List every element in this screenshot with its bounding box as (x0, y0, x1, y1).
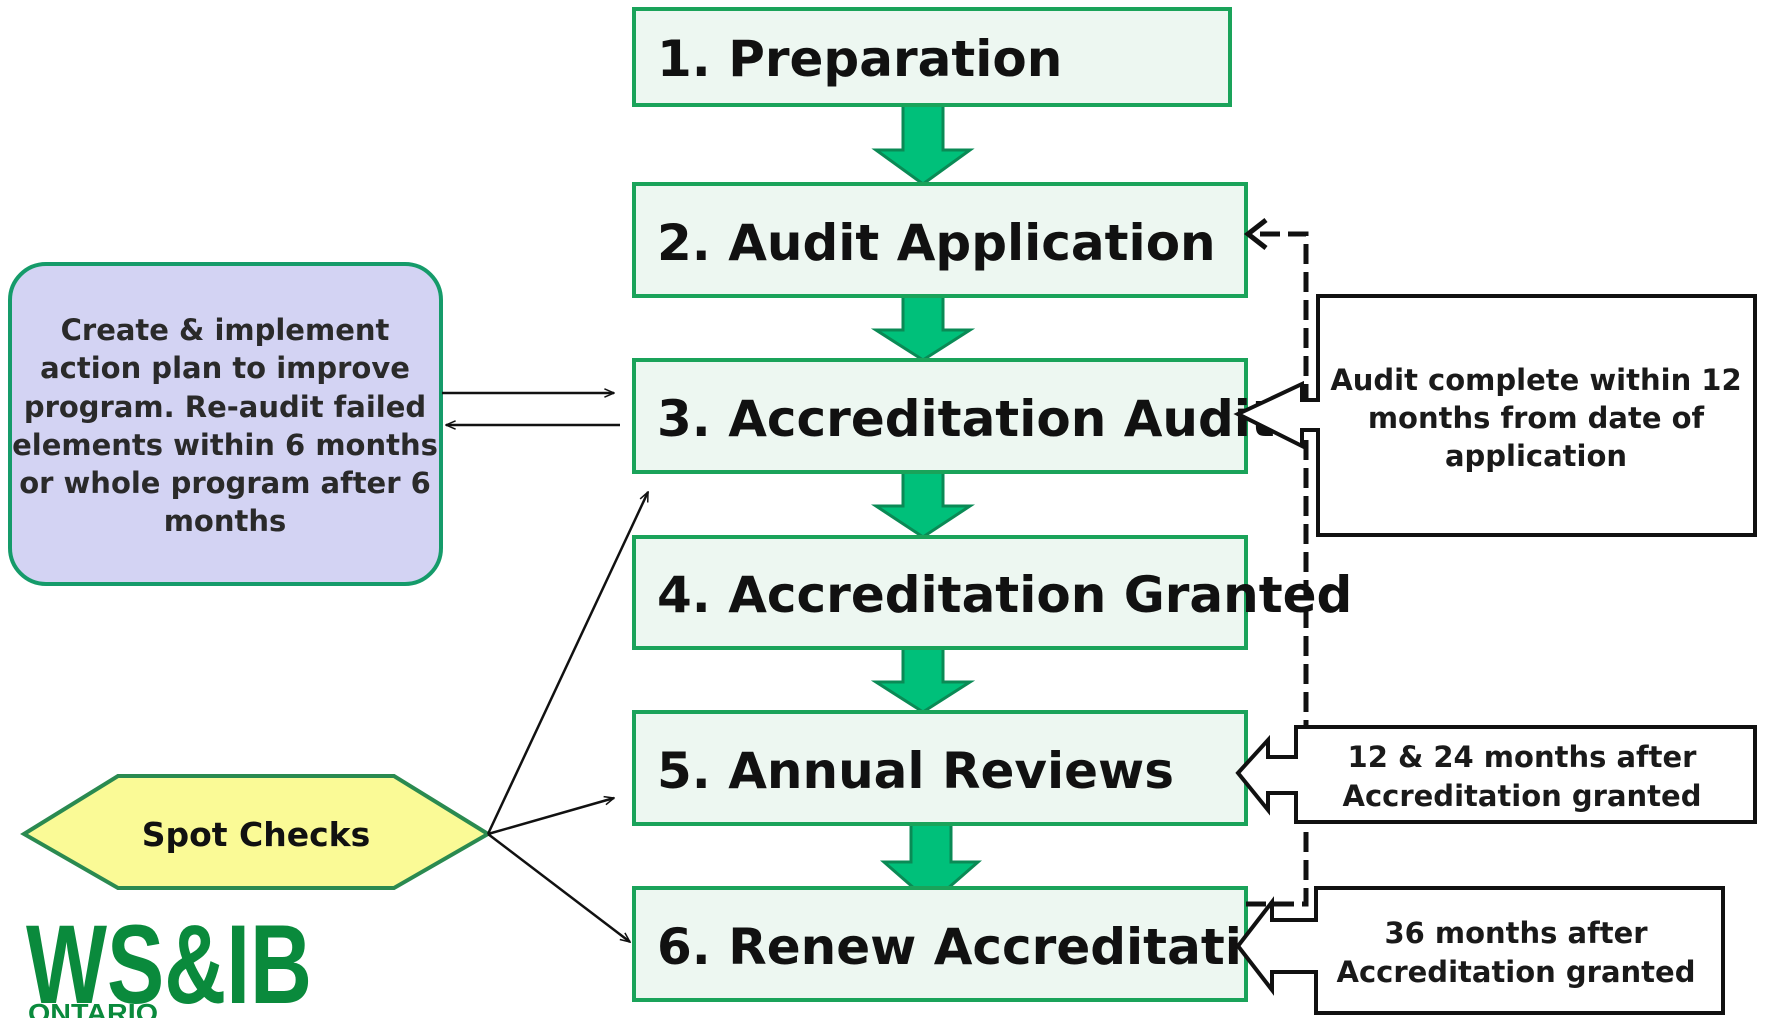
step-5-box: 5. Annual Reviews (632, 710, 1248, 826)
action-plan-line-6: months (164, 504, 287, 538)
step-1-label: 1. Preparation (657, 30, 1062, 88)
renewal-line-2: Accreditation granted (1337, 955, 1696, 989)
action-plan-box: Create & implement action plan to improv… (8, 262, 443, 586)
renewal-callout: 36 months after Accreditation granted (1235, 886, 1725, 1015)
step-5-label: 5. Annual Reviews (657, 742, 1174, 800)
step-4-box: 4. Accreditation Granted (632, 535, 1352, 650)
step-3-label: 3. Accreditation Audit (657, 390, 1275, 448)
audit-complete-line-3: application (1445, 439, 1627, 473)
step-6-label: 6. Renew Accreditation (657, 918, 1312, 976)
action-plan-line-1: Create & implement (61, 313, 390, 347)
spot-arrow-to-annual (487, 798, 614, 836)
audit-complete-callout: Audit complete within 12 months from dat… (1233, 294, 1757, 537)
annual-reviews-callout: 12 & 24 months after Accreditation grant… (1235, 725, 1757, 824)
action-plan-line-5: or whole program after 6 (19, 466, 431, 500)
renewal-line-1: 36 months after (1384, 916, 1648, 950)
svg-text:WS&IB: WS&IB (26, 902, 312, 1018)
spot-arrow-to-renew (487, 833, 630, 942)
audit-complete-line-1: Audit complete within 12 (1330, 363, 1741, 397)
action-plan-line-3: program. Re-audit failed (24, 390, 426, 424)
action-plan-line-2: action plan to improve (40, 351, 410, 385)
audit-complete-line-2: months from date of (1368, 401, 1705, 435)
down-arrow-1-2 (871, 103, 975, 186)
annual-reviews-line-2: Accreditation granted (1343, 779, 1702, 813)
step-3-box: 3. Accreditation Audit (632, 358, 1275, 474)
spot-checks-label: Spot Checks (142, 815, 371, 854)
step-1-box: 1. Preparation (632, 7, 1232, 107)
spot-arrow-to-audit (486, 492, 650, 835)
step-6-box: 6. Renew Accreditation (632, 886, 1312, 1002)
renewal-dashed-loop (1243, 218, 1309, 907)
down-arrow-5-6 (879, 822, 983, 905)
svg-text:ONTARIO: ONTARIO (28, 998, 158, 1018)
spot-checks-box: Spot Checks (20, 774, 492, 890)
down-arrow-4-5 (870, 646, 976, 714)
step-2-label: 2. Audit Application (657, 214, 1216, 272)
down-arrow-3-4 (871, 470, 975, 539)
step-2-box: 2. Audit Application (632, 182, 1248, 298)
step-4-label: 4. Accreditation Granted (657, 566, 1352, 624)
wsib-logo: WS&IB ONTARIO (26, 902, 312, 1018)
action-plan-line-4: elements within 6 months (12, 428, 438, 462)
flow-arrows (870, 103, 983, 905)
annual-reviews-line-1: 12 & 24 months after (1348, 740, 1698, 774)
down-arrow-2-3 (870, 294, 976, 362)
